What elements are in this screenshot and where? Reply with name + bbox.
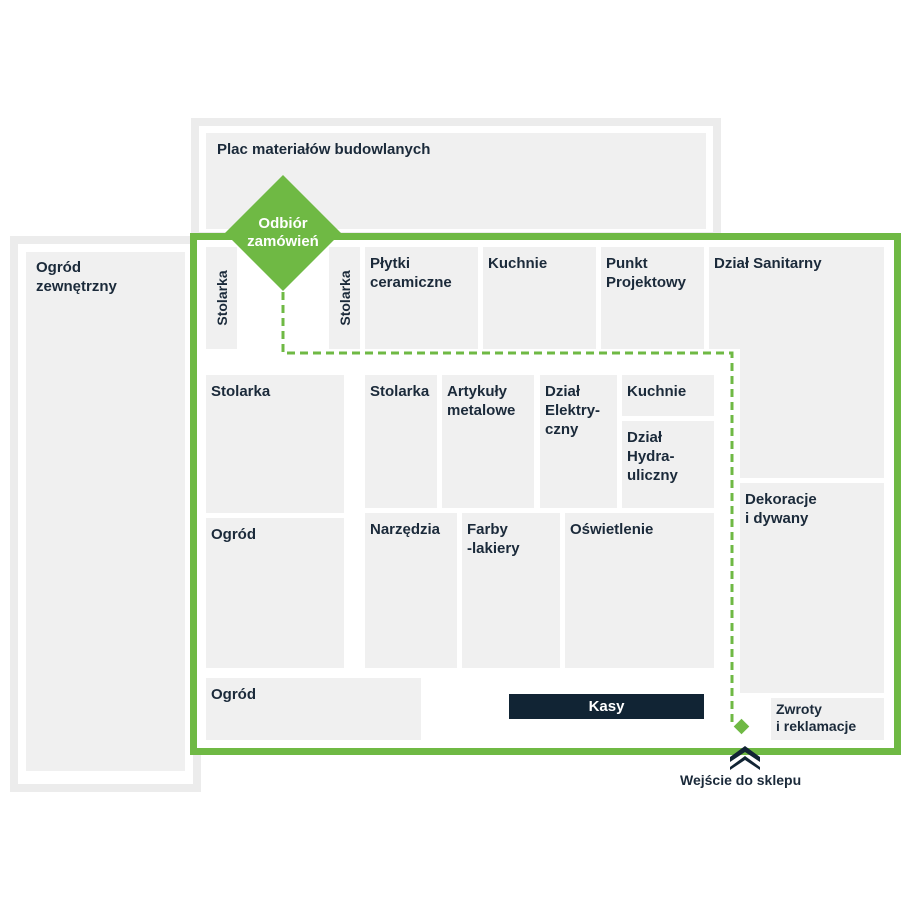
dept-punkt-projektowy[interactable]: Punkt Projektowy	[601, 247, 704, 349]
dept-dzial-sanitarny-label: Dział Sanitarny	[714, 255, 822, 272]
order-pickup-label: Odbiór zamówień	[247, 215, 319, 250]
dept-stolarka-vertical-right[interactable]: Stolarka	[329, 247, 360, 349]
dept-stolarka-vertical-left[interactable]: Stolarka	[206, 247, 237, 349]
dept-plytki-label: Płytki ceramiczne	[370, 255, 452, 291]
dept-stolarka-mid-left-label: Stolarka	[211, 383, 271, 400]
dept-zwroty[interactable]: Zwroty i reklamacje	[771, 698, 884, 740]
dept-dzial-elektryczny-label: Dział Elektry- czny	[545, 383, 601, 438]
double-chevron-up-icon	[730, 746, 760, 770]
dept-farby-label: Farby -lakiery	[467, 521, 520, 557]
outdoor-garden[interactable]: Ogród zewnętrzny	[26, 252, 185, 771]
building-materials-yard-label: Plac materiałów budowlanych	[217, 141, 431, 158]
dept-dzial-hydrauliczny-label: Dział Hydra- uliczny	[627, 429, 678, 484]
dept-dekoracje-label: Dekoracje i dywany	[745, 491, 817, 527]
dept-farby[interactable]: Farby -lakiery	[462, 513, 560, 668]
dept-stolarka-vertical-right-label: Stolarka	[336, 270, 353, 326]
dept-plytki[interactable]: Płytki ceramiczne	[365, 247, 478, 349]
checkout-bar[interactable]: Kasy	[509, 694, 704, 719]
dept-narzedzia[interactable]: Narzędzia	[365, 513, 457, 668]
dept-narzedzia-label: Narzędzia	[370, 521, 441, 538]
dept-kuchnie-mid-label: Kuchnie	[627, 383, 687, 400]
dept-dzial-sanitarny[interactable]: Dział Sanitarny	[709, 247, 884, 349]
dept-artykuly-metalowe-label: Artykuły metalowe	[447, 383, 516, 419]
dept-stolarka-mid-label: Stolarka	[370, 383, 430, 400]
dept-stolarka-mid-left[interactable]: Stolarka	[206, 375, 344, 513]
dept-dzial-hydrauliczny[interactable]: Dział Hydra- uliczny	[622, 421, 714, 508]
dept-dzial-sanitarny-ext	[740, 349, 884, 478]
dept-kuchnie-top-label: Kuchnie	[488, 255, 548, 272]
dept-kuchnie-mid[interactable]: Kuchnie	[622, 375, 714, 416]
dept-zwroty-label: Zwroty i reklamacje	[776, 701, 857, 734]
dept-punkt-projektowy-label: Punkt Projektowy	[606, 255, 687, 291]
dept-oswietlenie[interactable]: Oświetlenie	[565, 513, 714, 668]
dept-ogrod-bottom-label: Ogród	[211, 686, 256, 703]
dept-ogrod-mid[interactable]: Ogród	[206, 518, 344, 668]
dept-dzial-elektryczny[interactable]: Dział Elektry- czny	[540, 375, 617, 508]
dept-dekoracje[interactable]: Dekoracje i dywany	[740, 483, 884, 693]
dept-kuchnie-top[interactable]: Kuchnie	[483, 247, 596, 349]
entrance-label[interactable]: Wejście do sklepu	[680, 772, 802, 788]
dept-stolarka-mid[interactable]: Stolarka	[365, 375, 437, 508]
dept-oswietlenie-label: Oświetlenie	[570, 521, 654, 538]
dept-ogrod-mid-label: Ogród	[211, 526, 256, 543]
dept-ogrod-bottom[interactable]: Ogród	[206, 678, 421, 740]
dept-artykuly-metalowe[interactable]: Artykuły metalowe	[442, 375, 534, 508]
dept-stolarka-vertical-left-label: Stolarka	[213, 270, 230, 326]
outdoor-garden-label: Ogród zewnętrzny	[36, 259, 117, 295]
